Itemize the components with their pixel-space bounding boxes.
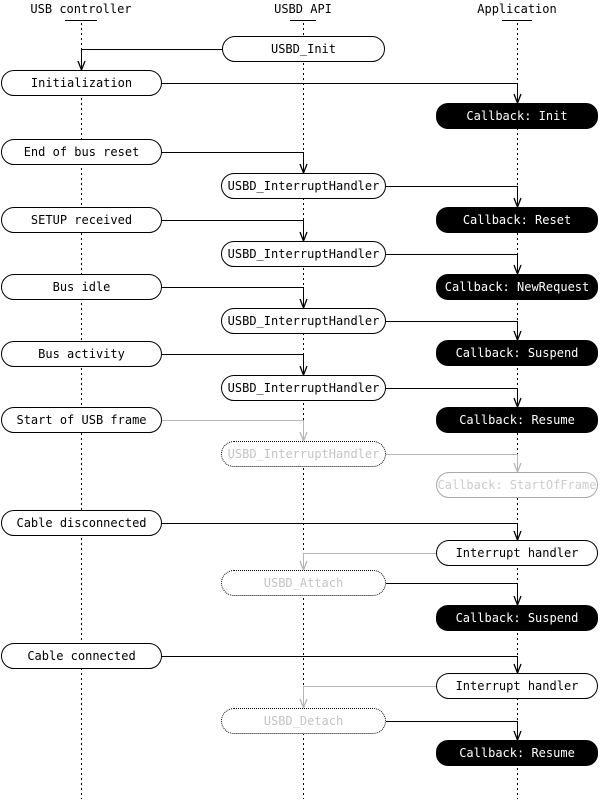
node-usbd-attach: USBD_Attach — [221, 570, 386, 596]
node-cable-disconnected: Cable disconnected — [1, 510, 162, 536]
edge-cable-connected-to-app-int-handler-2 — [162, 656, 522, 675]
edge-initialization-to-callback-init — [162, 83, 522, 105]
edge-usbd-attach-to-callback-suspend-2 — [386, 583, 522, 607]
edge-usbd-init-to-initialization — [77, 49, 222, 72]
column-title-usbd-api: USBD API — [274, 2, 332, 16]
node-interrupt-handler-1: USBD_InterruptHandler — [221, 173, 386, 199]
node-callback-startofframe: Callback: StartOfFrame — [436, 472, 598, 498]
node-app-int-handler-1: Interrupt handler — [436, 540, 598, 566]
edge-usbd-detach-to-callback-resume-2 — [386, 721, 522, 742]
edge-app-int-handler-1-to-usbd-attach — [299, 553, 436, 572]
node-callback-init: Callback: Init — [436, 103, 598, 129]
node-bus-activity: Bus activity — [1, 341, 162, 367]
node-usbd-detach: USBD_Detach — [221, 708, 386, 734]
edge-end-of-bus-reset-to-interrupt-handler-1 — [162, 152, 308, 175]
node-app-int-handler-2: Interrupt handler — [436, 673, 598, 699]
node-callback-suspend-2: Callback: Suspend — [436, 605, 598, 631]
node-callback-newrequest: Callback: NewRequest — [436, 274, 598, 300]
column-title-application: Application — [477, 2, 557, 16]
edge-cable-disconnected-to-app-int-handler-1 — [162, 523, 522, 542]
node-bus-idle: Bus idle — [1, 274, 162, 300]
node-interrupt-handler-3: USBD_InterruptHandler — [221, 308, 386, 334]
column-title-usb-controller: USB controller — [30, 2, 132, 16]
edges-group — [77, 49, 522, 742]
node-usbd-init: USBD_Init — [222, 36, 385, 62]
node-initialization: Initialization — [1, 70, 162, 96]
node-callback-resume-2: Callback: Resume — [436, 740, 598, 766]
node-callback-reset: Callback: Reset — [436, 207, 598, 233]
edge-start-of-usb-frame-to-interrupt-handler-5 — [162, 420, 308, 443]
edge-interrupt-handler-4-to-callback-resume-1 — [386, 388, 522, 409]
edge-bus-activity-to-interrupt-handler-4 — [162, 354, 308, 377]
node-setup-received: SETUP received — [1, 207, 162, 233]
edge-bus-idle-to-interrupt-handler-3 — [162, 287, 308, 310]
node-end-of-bus-reset: End of bus reset — [1, 139, 162, 165]
node-interrupt-handler-4: USBD_InterruptHandler — [221, 375, 386, 401]
node-interrupt-handler-5: USBD_InterruptHandler — [221, 441, 386, 467]
edge-interrupt-handler-3-to-callback-suspend-1 — [386, 321, 522, 342]
edge-app-int-handler-2-to-usbd-detach — [299, 686, 436, 710]
edge-interrupt-handler-2-to-callback-newrequest — [386, 254, 522, 276]
node-callback-suspend-1: Callback: Suspend — [436, 340, 598, 366]
edge-interrupt-handler-1-to-callback-reset — [386, 186, 522, 209]
node-callback-resume-1: Callback: Resume — [436, 407, 598, 433]
edge-setup-received-to-interrupt-handler-2 — [162, 220, 308, 243]
node-cable-connected: Cable connected — [1, 643, 162, 669]
node-interrupt-handler-2: USBD_InterruptHandler — [221, 241, 386, 267]
edge-interrupt-handler-5-to-callback-startofframe — [386, 454, 522, 474]
node-start-of-usb-frame: Start of USB frame — [1, 407, 162, 433]
